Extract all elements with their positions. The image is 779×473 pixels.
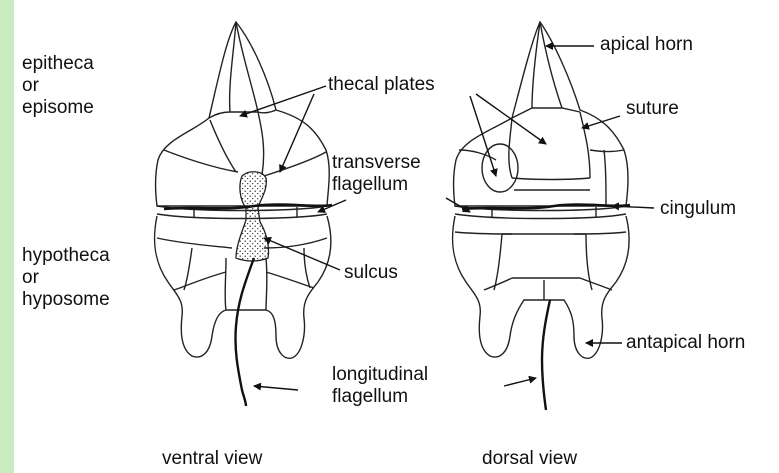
- transverse-flagellum-label-line2: flagellum: [332, 174, 421, 196]
- ventral-longitudinal-flagellum: [235, 258, 254, 406]
- arrow-suture: [582, 116, 620, 128]
- longitudinal-flagellum-label-line1: longitudinal: [332, 364, 428, 386]
- arrow-longitudinal-d: [504, 378, 536, 386]
- epitheca-label-line1: epitheca: [22, 53, 94, 75]
- dorsal-cell: [453, 22, 630, 358]
- epitheca-label-line2: or: [22, 75, 94, 97]
- sulcus-label: sulcus: [344, 262, 398, 284]
- arrow-thecal-plates-4: [476, 94, 546, 144]
- apical-horn-label: apical horn: [600, 34, 693, 56]
- epitheca-label-line3: episome: [22, 97, 94, 119]
- suture-label: suture: [626, 98, 679, 120]
- thecal-plates-label: thecal plates: [328, 74, 435, 96]
- ventral-view-caption: ventral view: [162, 448, 262, 470]
- arrow-thecal-plates-3: [470, 96, 496, 176]
- hypotheca-label-line2: or: [22, 267, 110, 289]
- ventral-sulcus: [236, 172, 269, 261]
- transverse-flagellum-label: transverse flagellum: [332, 152, 421, 196]
- hypotheca-label: hypotheca or hyposome: [22, 245, 110, 311]
- transverse-flagellum-label-line1: transverse: [332, 152, 421, 174]
- cingulum-label: cingulum: [660, 198, 736, 220]
- antapical-horn-label: antapical horn: [626, 332, 745, 354]
- dorsal-longitudinal-flagellum: [542, 300, 550, 410]
- longitudinal-flagellum-label: longitudinal flagellum: [332, 364, 428, 408]
- hypotheca-label-line3: hyposome: [22, 289, 110, 311]
- epitheca-label: epitheca or episome: [22, 53, 94, 119]
- longitudinal-flagellum-label-line2: flagellum: [332, 386, 428, 408]
- dorsal-view-caption: dorsal view: [482, 448, 577, 470]
- diagram-panel: epitheca or episome hypotheca or hyposom…: [14, 0, 779, 473]
- arrow-sulcus: [264, 238, 340, 270]
- arrow-longitudinal-v: [254, 386, 298, 390]
- hypotheca-label-line1: hypotheca: [22, 245, 110, 267]
- arrow-transverse-flagellum-d: [446, 198, 470, 212]
